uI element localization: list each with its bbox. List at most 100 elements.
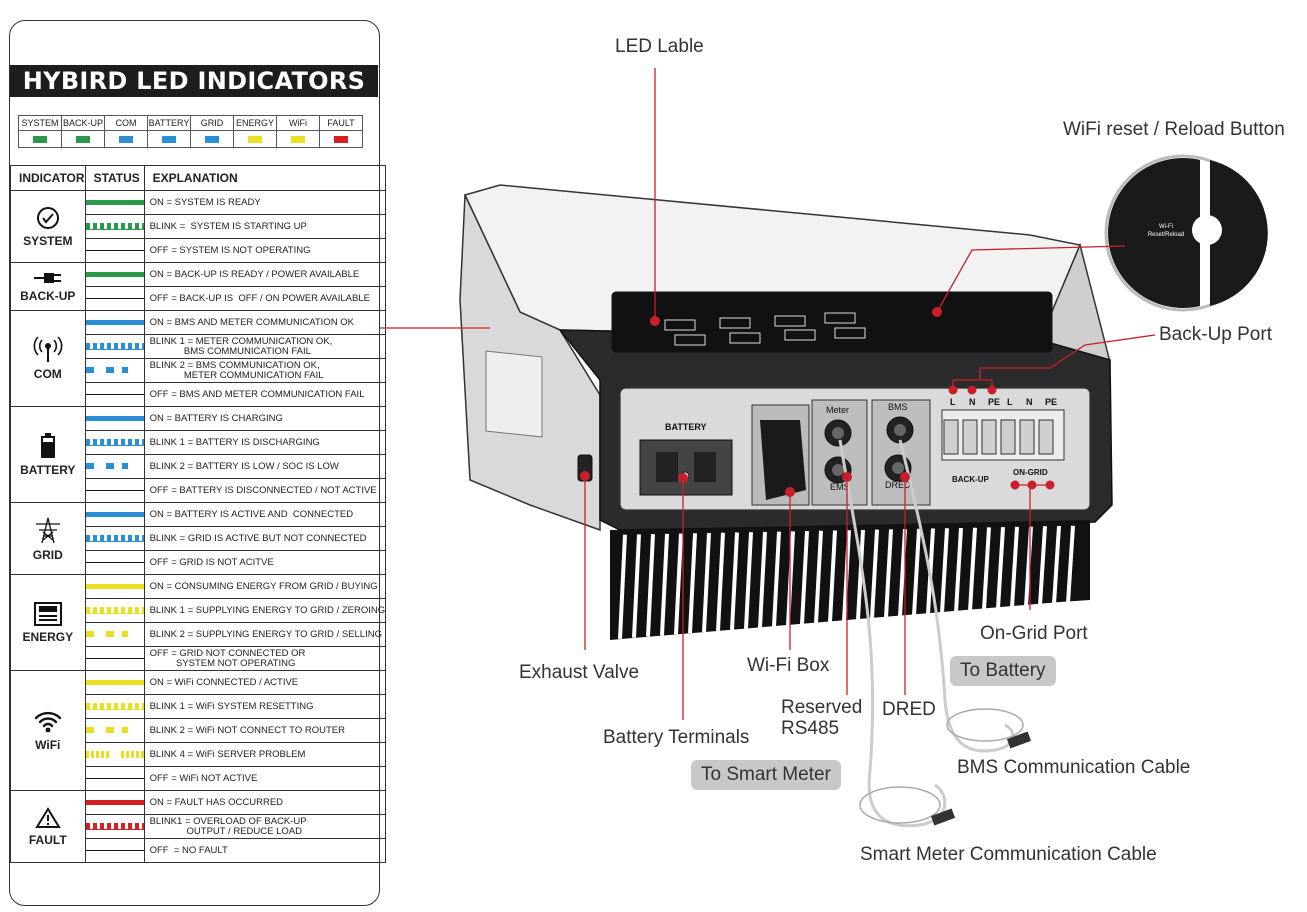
device-dred-label: DRED xyxy=(885,480,911,490)
status-blink1-bar xyxy=(85,342,144,350)
header-explanation: EXPLANATION xyxy=(143,165,387,191)
heatsink-fin xyxy=(996,527,1005,609)
heatsink-fin xyxy=(688,533,697,634)
terminal-label: N xyxy=(969,397,976,407)
header-status: STATUS xyxy=(84,165,145,191)
status-blink2-bar xyxy=(85,727,144,734)
callout-battery-terminals: Battery Terminals xyxy=(603,727,750,748)
status-blink1-bar xyxy=(85,222,144,230)
status-off-bar xyxy=(85,849,144,851)
table-row: BLINK 2 = WiFi NOT CONNECT TO ROUTER xyxy=(11,718,387,743)
status-on-bar xyxy=(85,319,144,325)
legend-color-swatch xyxy=(334,136,348,144)
callout-exhaust-valve: Exhaust Valve xyxy=(519,662,640,683)
status-cell xyxy=(84,598,145,623)
table-row: OFF = GRID IS NOT ACITVE xyxy=(11,550,387,575)
terminal-label: N xyxy=(1026,397,1033,407)
status-off-bar xyxy=(85,393,144,395)
table-row: BLINK 1 = METER COMMUNICATION OK, BMS CO… xyxy=(11,334,387,359)
indicator-grid: GRID xyxy=(10,502,86,575)
status-off-bar xyxy=(85,657,144,659)
status-blink2-bar xyxy=(85,367,144,374)
pill-to-smart-meter: To Smart Meter xyxy=(691,760,841,790)
battery-icon xyxy=(11,432,85,459)
status-blink2-bar xyxy=(85,631,144,638)
indicator-name: FAULT xyxy=(28,832,67,847)
device-battery-label: BATTERY xyxy=(665,422,707,432)
heatsink-fins xyxy=(610,520,1090,640)
indicator-name: ENERGY xyxy=(22,629,74,644)
status-cell xyxy=(84,238,145,263)
heatsink-fin xyxy=(730,532,739,630)
explanation-cell: ON = SYSTEM IS READY xyxy=(143,190,387,215)
legend-swatch xyxy=(233,130,277,148)
indicator-name: COM xyxy=(33,366,62,381)
legend-swatch xyxy=(319,130,363,148)
explanation-cell: ON = FAULT HAS OCCURRED xyxy=(143,790,387,815)
energy-meter-icon xyxy=(11,601,85,626)
status-cell xyxy=(84,454,145,479)
callout-dred: DRED xyxy=(882,699,936,720)
callout-backup-port: Back-Up Port xyxy=(1159,324,1272,345)
table-row: SYSTEM ON = SYSTEM IS READY xyxy=(10,190,387,263)
table-row: BLINK 4 = WiFi SERVER PROBLEM xyxy=(11,742,387,767)
indicator-name: SYSTEM xyxy=(23,233,73,248)
heatsink-fin xyxy=(758,531,767,628)
heatsink-fin xyxy=(898,528,907,617)
legend-color-swatch xyxy=(248,136,262,144)
heatsink-fin xyxy=(954,527,963,613)
terminal-label: PE xyxy=(988,397,1000,407)
device-meter-label: Meter xyxy=(826,405,849,415)
status-cell xyxy=(84,478,145,503)
legend-color-swatch xyxy=(162,136,176,144)
status-on-bar xyxy=(85,679,144,685)
status-cell xyxy=(84,190,145,215)
ac-terminal xyxy=(1019,419,1035,455)
device-ems-label: EMS xyxy=(830,482,850,492)
device-backup-label: BACK-UP xyxy=(952,475,990,484)
explanation-cell: BLINK 2 = BMS COMMUNICATION OK, METER CO… xyxy=(143,358,387,383)
table-row: BLINK1 = OVERLOAD OF BACK-UP OUTPUT / RE… xyxy=(11,814,387,839)
antenna-icon xyxy=(11,335,85,363)
status-on-bar xyxy=(85,199,144,205)
status-cell xyxy=(84,838,145,863)
ac-terminal xyxy=(962,419,978,455)
status-blink4-bar xyxy=(85,750,144,758)
legend-color-swatch xyxy=(33,136,47,144)
heatsink-fin xyxy=(646,534,655,637)
explanation-cell: OFF = BATTERY IS DISCONNECTED / NOT ACTI… xyxy=(143,478,387,503)
callout-ongrid-port: On-Grid Port xyxy=(980,623,1088,644)
status-on-bar xyxy=(85,415,144,421)
status-on-bar xyxy=(85,799,144,805)
explanation-cell: BLINK 2 = WiFi NOT CONNECT TO ROUTER xyxy=(143,718,387,743)
status-blink1-bar xyxy=(85,606,144,614)
heatsink-fin xyxy=(870,529,879,619)
table-row: BLINK 1 = SUPPLYING ENERGY TO GRID / ZER… xyxy=(11,598,387,623)
status-cell xyxy=(84,214,145,239)
status-on-bar xyxy=(85,583,144,589)
plug-icon xyxy=(11,271,85,285)
status-blink2-bar xyxy=(85,463,144,470)
status-off-bar xyxy=(85,297,144,299)
explanation-cell: ON = BATTERY IS CHARGING xyxy=(143,406,387,431)
table-row: OFF = BMS AND METER COMMUNICATION FAIL xyxy=(11,382,387,407)
explanation-cell: OFF = BACK-UP IS OFF / ON POWER AVAILABL… xyxy=(143,286,387,311)
indicator-battery: BATTERY xyxy=(10,406,86,503)
heatsink-fin xyxy=(828,530,837,623)
ac-terminal xyxy=(1000,419,1016,455)
status-cell xyxy=(84,430,145,455)
power-tower-icon xyxy=(11,516,85,544)
device-bms-label: BMS xyxy=(888,402,908,412)
callout-wifi-reset: WiFi reset / Reload Button xyxy=(1063,119,1285,140)
wifi-reset-zoom: Wi-Fi Reset/Reload xyxy=(1104,154,1268,312)
status-off-bar xyxy=(85,561,144,563)
callout-lines xyxy=(380,68,1156,720)
legend-color-swatch xyxy=(291,136,305,144)
status-blink1-bar xyxy=(85,438,144,446)
status-blink1-bar xyxy=(85,534,144,542)
heatsink-fin xyxy=(1066,525,1075,604)
status-on-bar xyxy=(85,271,144,277)
table-row: BLINK = SYSTEM IS STARTING UP xyxy=(11,214,387,239)
